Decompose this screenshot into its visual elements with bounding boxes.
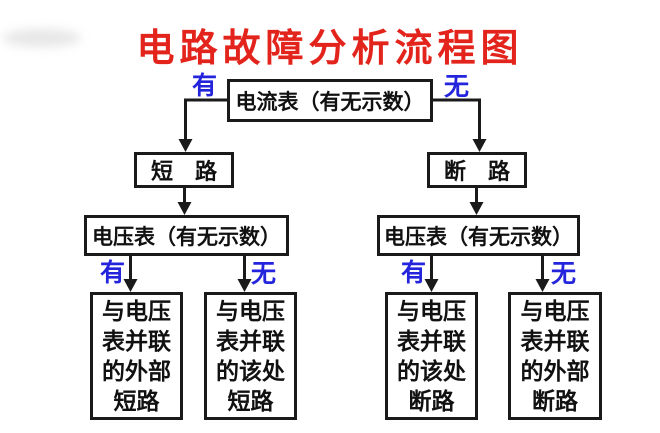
branch-label-voltleft-no: 无 xyxy=(251,260,277,288)
node-outcome-external-open: 与电压 表并联 的外部 断路 xyxy=(508,292,602,420)
node-outcome-external-short: 与电压 表并联 的外部 短路 xyxy=(90,292,183,420)
connector-root-to-open xyxy=(433,98,487,152)
connector-short-to-voltmeter-left xyxy=(177,188,192,215)
node-short-circuit: 短 路 xyxy=(134,152,234,188)
connector-voltleft-to-outcome-1 xyxy=(123,256,138,292)
branch-label-voltright-yes: 有 xyxy=(401,259,427,287)
connector-root-to-short xyxy=(178,98,227,152)
watermark-smudge xyxy=(3,29,81,47)
arrowhead-to-voltmeter-left xyxy=(177,202,192,215)
arrowhead-to-short xyxy=(178,139,193,152)
node-open-circuit: 断 路 xyxy=(427,152,527,188)
arrowhead-to-voltmeter-right xyxy=(469,202,484,215)
node-voltmeter-left: 电压表（有无示数） xyxy=(84,215,289,256)
connector-open-to-voltmeter-right xyxy=(469,188,484,215)
arrowhead-to-outcome-4 xyxy=(535,279,550,292)
arrowhead-to-outcome-2 xyxy=(237,279,252,292)
node-outcome-local-short: 与电压 表并联 的该处 短路 xyxy=(204,292,297,420)
branch-label-root-yes: 有 xyxy=(192,72,218,100)
page-title: 电路故障分析流程图 xyxy=(136,28,524,70)
branch-label-voltright-no: 无 xyxy=(551,260,577,288)
branch-label-root-no: 无 xyxy=(444,73,470,101)
arrowhead-to-outcome-1 xyxy=(123,279,138,292)
branch-label-voltleft-yes: 有 xyxy=(100,259,126,287)
connector-voltright-to-outcome-4 xyxy=(535,256,550,292)
arrowhead-to-outcome-3 xyxy=(424,279,439,292)
node-ammeter: 电流表（有无示数） xyxy=(227,79,433,122)
connector-voltright-to-outcome-3 xyxy=(424,256,439,292)
connector-voltleft-to-outcome-2 xyxy=(237,256,252,292)
node-voltmeter-right: 电压表（有无示数） xyxy=(377,215,580,256)
node-outcome-local-open: 与电压 表并联 的该处 断路 xyxy=(385,292,478,420)
arrowhead-to-open xyxy=(472,139,487,152)
